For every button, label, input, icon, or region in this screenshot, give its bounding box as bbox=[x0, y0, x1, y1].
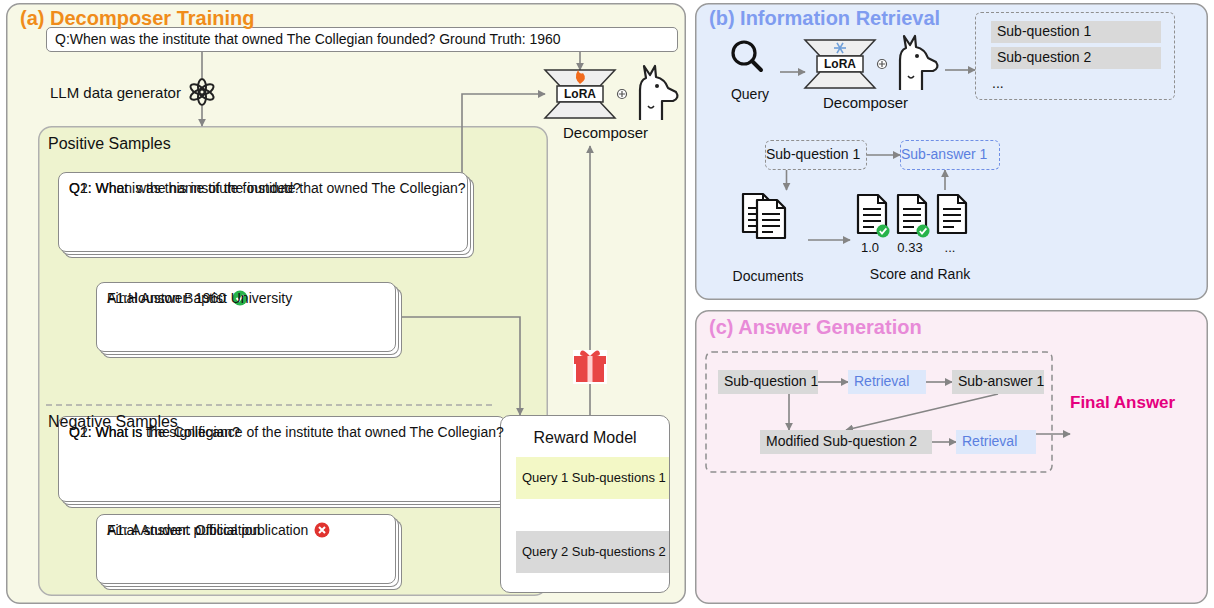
pair-chip: Query 1 Sub-questions 1 bbox=[516, 457, 669, 499]
node-text: Retrieval bbox=[962, 433, 1017, 451]
node-text: Sub-question 1 bbox=[766, 146, 860, 164]
connector-arrow bbox=[1036, 433, 1070, 435]
query-box: Q:When was the institute that owned The … bbox=[46, 27, 678, 52]
node-text: Sub-question 2 bbox=[997, 49, 1091, 67]
connector-arrow bbox=[808, 239, 850, 241]
decomposer-model: LoRA Decomposer bbox=[805, 40, 945, 116]
gift-icon bbox=[573, 350, 607, 384]
node-text: ... bbox=[933, 240, 967, 256]
connector-arrow bbox=[462, 94, 545, 212]
panel-fill bbox=[39, 127, 548, 596]
step-chip: Modified Sub-question 2 bbox=[760, 430, 932, 454]
connector-arrow bbox=[818, 381, 848, 383]
node-text: Retrieval bbox=[854, 373, 909, 391]
snowflake-icon bbox=[834, 43, 846, 53]
node-text: Final Answer: Official publication bbox=[107, 522, 308, 540]
panel: (b) Information RetrievalQuery LoRA Decomp… bbox=[695, 3, 1208, 300]
node-text: Query 1 Sub-questions 1 bbox=[522, 470, 666, 486]
sub-question-chip: Sub-question 1 bbox=[991, 21, 1161, 43]
node-text: Documents bbox=[728, 268, 808, 286]
query-icon-box: Query bbox=[720, 38, 780, 104]
step-chip: Sub-question 1 bbox=[718, 370, 818, 394]
sub-question-list: ... Sub-question 1 Sub-question 2 bbox=[975, 12, 1175, 100]
node-text: Sub-question 1 bbox=[724, 373, 818, 391]
reward-model-box: Reward ModelQuery 1 Sub-questions 1 Query… bbox=[500, 415, 670, 593]
node-text: Reward Model bbox=[501, 428, 669, 448]
pair-chip: Query 2 Sub-questions 2 bbox=[516, 531, 669, 573]
connector-arrow bbox=[579, 52, 581, 70]
connector-arrow bbox=[846, 394, 998, 430]
connector-arrow bbox=[944, 170, 946, 190]
answer-card: A1: A student publicationFinal Answer: O… bbox=[96, 514, 396, 584]
fire-icon bbox=[576, 70, 585, 84]
process-frame bbox=[706, 352, 1052, 472]
node-text: Positive Samples bbox=[48, 134, 171, 154]
documents: Documents bbox=[728, 190, 808, 290]
plus-symbol bbox=[878, 60, 887, 69]
panel: (c) Answer GenerationSub-question 1 Retri… bbox=[695, 310, 1208, 604]
node-text: Q:When was the institute that owned The … bbox=[55, 31, 561, 49]
sample-card: Q1: What is The Collegian?Q2: What is th… bbox=[58, 416, 506, 502]
node-text: Modified Sub-question 2 bbox=[766, 433, 917, 451]
node-text: Q2: When was this institute founded? bbox=[69, 180, 301, 198]
lora-adapter bbox=[545, 70, 615, 118]
label-text: LLM data generator bbox=[50, 84, 181, 103]
check-icon bbox=[917, 225, 930, 238]
panel-fill bbox=[696, 4, 1208, 300]
answer-card: A1:Houston Baptist UniversityFinal Answe… bbox=[96, 282, 396, 352]
connector-arrow bbox=[945, 69, 975, 71]
document-icon bbox=[757, 200, 785, 238]
node-text: LoRA bbox=[817, 57, 863, 72]
step-chip: Sub-answer 1 bbox=[952, 370, 1044, 394]
sub-answer-box: Sub-answer 1 bbox=[900, 140, 1000, 170]
node-text: Query 2 Sub-questions 2 bbox=[522, 544, 666, 560]
node-text: Sub-answer 1 bbox=[958, 373, 1044, 391]
connector-arrow bbox=[786, 170, 788, 190]
node-text: Score and Rank bbox=[850, 266, 990, 284]
ranked-documents: 1.0 0.33... Score and Rank bbox=[850, 190, 990, 290]
retrieval-chip: Retrieval bbox=[848, 370, 926, 394]
panel-fill bbox=[696, 311, 1208, 604]
node-text: (c) Answer Generation bbox=[709, 315, 922, 340]
node-text: Decomposer bbox=[563, 124, 648, 143]
lora-adapter bbox=[805, 40, 875, 88]
check-icon bbox=[877, 225, 890, 238]
connector-arrow bbox=[780, 71, 805, 73]
sub-question-chip: Sub-question 2 bbox=[991, 47, 1161, 69]
node-text: 0.33 bbox=[893, 240, 927, 256]
node-text: Sub-question 1 bbox=[997, 23, 1091, 41]
final-answer: Final Answer bbox=[1070, 392, 1178, 438]
node-text: Query bbox=[720, 86, 780, 104]
llama-icon bbox=[640, 66, 677, 120]
connector-arrow bbox=[867, 154, 900, 156]
connector-arrow bbox=[396, 317, 520, 415]
node-text: Final Answer bbox=[1070, 392, 1175, 413]
connector-arrow bbox=[932, 441, 956, 443]
sample-card: Q1: What is the name of the institute th… bbox=[58, 172, 468, 252]
panel-fill bbox=[7, 4, 686, 604]
node-text: Final Answer: 1960 bbox=[107, 290, 226, 308]
plus-symbol bbox=[618, 90, 627, 99]
node-text: Q2: What is the significance of the inst… bbox=[69, 424, 504, 442]
llama-icon bbox=[900, 36, 937, 90]
retrieval-chip: Retrieval bbox=[956, 430, 1036, 454]
wrong-mark bbox=[314, 522, 330, 538]
sub-question-box: Sub-question 1 bbox=[765, 140, 867, 170]
node-text: LoRA bbox=[557, 87, 603, 102]
decomposer-model: LoRA Decomposer bbox=[545, 70, 685, 146]
connector-arrow bbox=[926, 381, 952, 383]
node-text: (a) Decomposer Training bbox=[20, 6, 255, 31]
node-text: ... bbox=[992, 75, 1004, 93]
node-text: 1.0 bbox=[853, 240, 887, 256]
openai-logo bbox=[188, 78, 216, 106]
divider bbox=[46, 404, 496, 405]
node-text: Decomposer bbox=[823, 94, 908, 113]
node-text: (b) Information Retrieval bbox=[709, 6, 940, 31]
node-text: Sub-answer 1 bbox=[901, 146, 987, 164]
connector-arrow bbox=[788, 394, 790, 430]
sample-region: Positive SamplesNegative SamplesQ1: What… bbox=[38, 126, 548, 596]
magnifier-icon bbox=[733, 42, 761, 70]
document-icon bbox=[938, 195, 966, 233]
